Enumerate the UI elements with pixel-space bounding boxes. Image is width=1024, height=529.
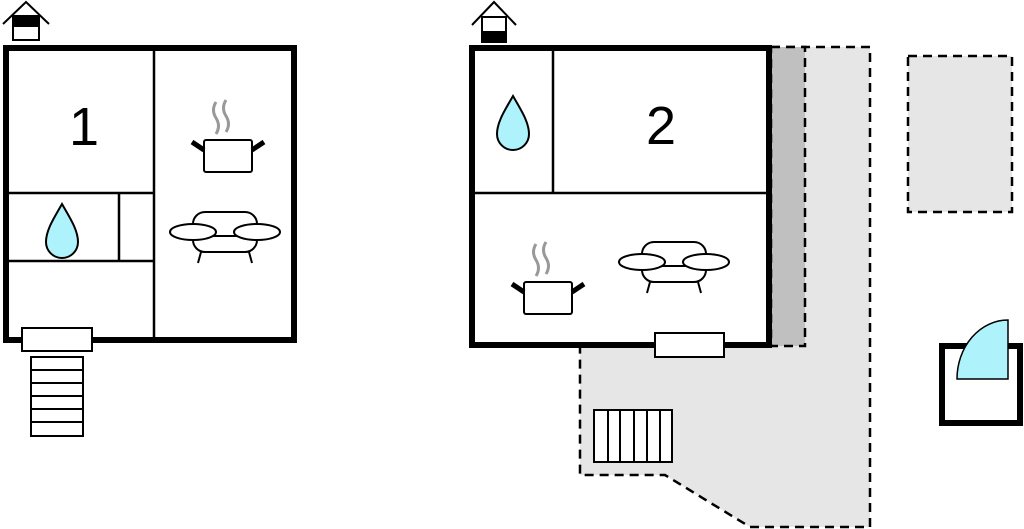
door-icon bbox=[21, 327, 93, 352]
unit-2-outer-wall bbox=[469, 45, 772, 348]
unit-1: 1 bbox=[2, 0, 297, 437]
unit-number-2: 2 bbox=[646, 96, 676, 156]
stairs-icon bbox=[593, 409, 673, 463]
unit-2: 2 bbox=[469, 0, 1023, 529]
pool-icon bbox=[939, 319, 1023, 426]
stairs-icon bbox=[30, 356, 84, 437]
unit-1-inner-walls bbox=[6, 48, 156, 340]
house-entrance-icon bbox=[2, 0, 50, 41]
door-icon bbox=[654, 332, 725, 358]
unit-number-1: 1 bbox=[69, 97, 99, 157]
outdoor-area bbox=[906, 54, 1014, 214]
house-entrance-icon bbox=[471, 0, 517, 43]
covered-strip bbox=[769, 45, 807, 348]
unit-2-inner-walls bbox=[472, 48, 769, 195]
